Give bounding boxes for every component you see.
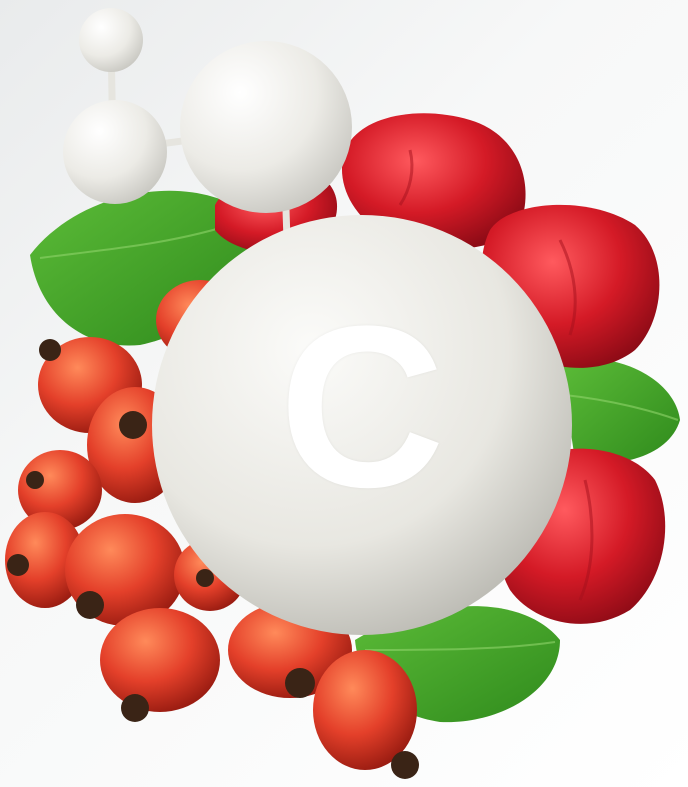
molecule-sphere-large <box>180 41 352 213</box>
rosehip-8 <box>100 608 220 722</box>
rosehip-4 <box>5 512 85 608</box>
vitamin-letter: C <box>278 278 446 535</box>
molecule-sphere-medium <box>63 100 167 204</box>
molecule-sphere-small <box>79 8 143 72</box>
leaf-right <box>560 358 680 464</box>
vitamin-sphere <box>152 215 572 635</box>
acerola-top <box>341 113 526 249</box>
rosehip-3 <box>18 450 102 530</box>
rosehip-5 <box>65 514 185 626</box>
rosehip-10 <box>313 650 419 779</box>
